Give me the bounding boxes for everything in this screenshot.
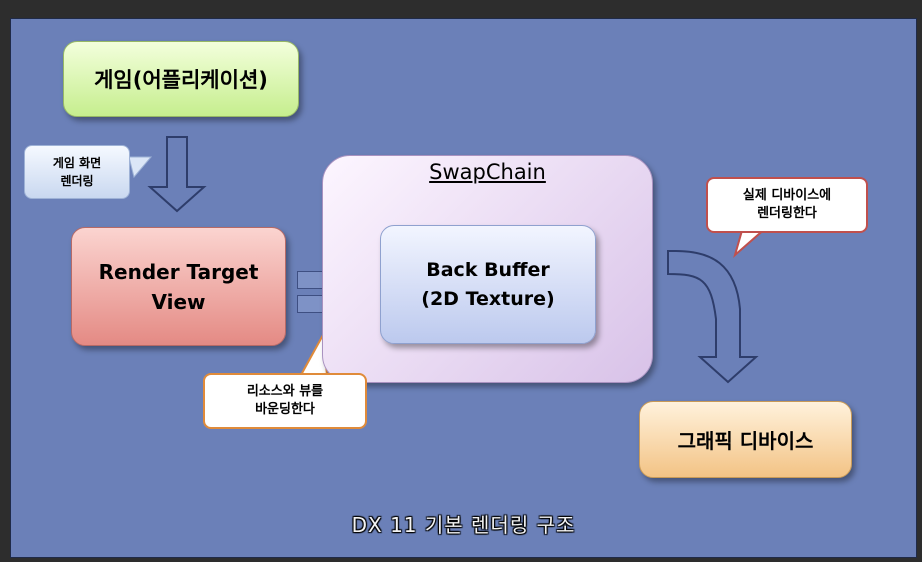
diagram-caption: DX 11 기본 렌더링 구조	[351, 513, 576, 537]
bind-resource-view-callout: 리소스와 뷰를 바운딩한다	[203, 373, 367, 429]
back-buffer-box: Back Buffer (2D Texture)	[380, 225, 596, 344]
render-target-view-box: Render Target View	[71, 227, 286, 346]
game-screen-render-callout: 게임 화면 렌더링	[24, 145, 130, 199]
graphics-device-box: 그래픽 디바이스	[639, 401, 852, 478]
diagram-canvas: 게임(어플리케이션) 게임 화면 렌더링 Render Target View …	[10, 18, 917, 558]
swap-chain-label: SwapChain	[429, 160, 546, 184]
game-application-box: 게임(어플리케이션)	[63, 41, 299, 117]
render-to-device-callout: 실제 디바이스에 렌더링한다	[706, 177, 868, 233]
down-arrow-game-to-rtv	[147, 136, 207, 213]
callout-tail-game	[128, 156, 153, 179]
curved-arrow-to-device	[667, 250, 759, 384]
